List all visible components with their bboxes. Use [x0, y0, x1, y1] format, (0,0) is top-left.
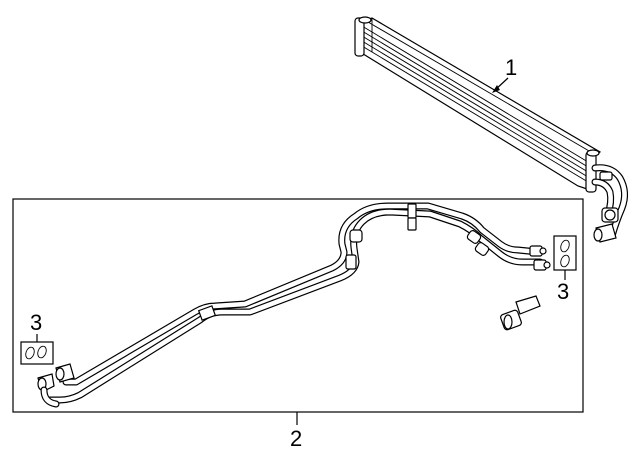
callout-3-left-label: 3 [30, 310, 42, 335]
connector-fitting[interactable] [500, 295, 541, 331]
oil-cooler[interactable] [354, 16, 629, 243]
line-assembly-frame [12, 198, 584, 413]
cooler-line-assembly[interactable] [37, 202, 551, 408]
callout-1-label: 1 [505, 55, 517, 80]
callout-2: 2 [290, 412, 302, 451]
seal-kit-left[interactable]: 3 [20, 310, 54, 365]
callout-2-label: 2 [290, 426, 302, 451]
callout-3-right-label: 3 [557, 279, 569, 304]
callout-1: 1 [492, 55, 517, 93]
seal-kit-right[interactable]: 3 [553, 235, 577, 304]
